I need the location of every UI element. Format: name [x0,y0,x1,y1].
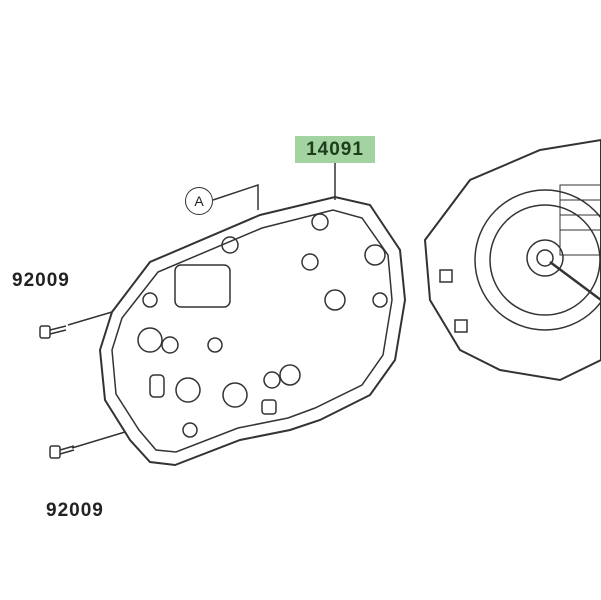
reference-callout-a: A [185,187,213,215]
indicator-window [174,264,231,308]
screw-icon [39,325,67,339]
meter-assembly [423,138,601,382]
part-number-14091: 14091 [306,139,364,160]
part-label-highlight [295,136,375,163]
leader-line-screw1 [67,311,113,326]
mounting-bosses [137,213,388,438]
screw-icon [49,445,75,459]
meter-case-inner [111,209,393,453]
part-number-screw-upper: 92009 [12,270,70,291]
part-number-screw-lower: 92009 [46,500,104,521]
leader-line-a [212,183,259,210]
meter-case-outer [98,195,407,467]
leader-line-screw2 [71,431,126,449]
